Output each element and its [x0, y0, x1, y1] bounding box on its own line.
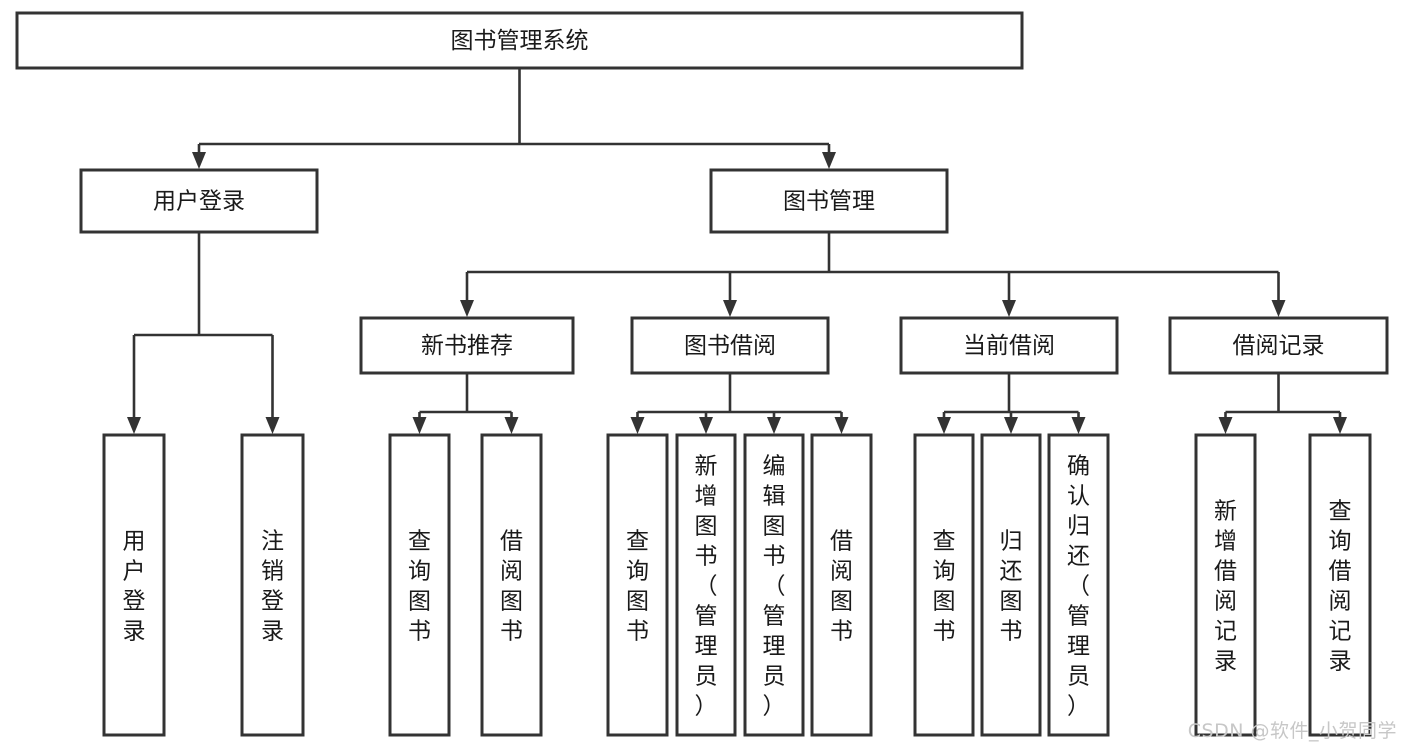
watermark-text: CSDN @软件_小贺同学	[1187, 720, 1397, 742]
node-leaf-2[interactable]: 查询图书	[388, 433, 451, 737]
node-level3-3-label: 借阅记录	[1233, 333, 1325, 359]
node-leaf-10-box	[1047, 433, 1110, 737]
node-leaf-12-box	[1308, 433, 1372, 737]
node-level3-1-label: 图书借阅	[684, 333, 776, 359]
arrow-head-icon	[630, 417, 645, 434]
arrow-head-icon	[412, 417, 427, 434]
node-leaf-0-box	[102, 433, 166, 737]
arrow-head-icon	[1002, 300, 1016, 317]
connectors-layer	[127, 68, 1347, 434]
node-leaf-8-box	[913, 433, 975, 737]
node-level3-2[interactable]: 当前借阅	[899, 316, 1119, 375]
node-level3-1[interactable]: 图书借阅	[630, 316, 830, 375]
node-level2-0[interactable]: 用户登录	[79, 168, 319, 234]
nodes-layer: 图书管理系统用户登录图书管理新书推荐图书借阅当前借阅借阅记录用户登录注销登录查询…	[15, 11, 1389, 737]
node-leaf-11-label: 新增借阅记录	[1214, 498, 1237, 674]
node-leaf-5-box	[675, 433, 737, 737]
node-level3-0-label: 新书推荐	[421, 333, 513, 359]
arrow-head-icon	[699, 417, 713, 434]
node-leaf-10-label: 确认归还（管理员）	[1067, 453, 1090, 719]
node-level3-0-box	[359, 316, 575, 375]
node-level2-0-label: 用户登录	[153, 189, 245, 215]
node-leaf-4[interactable]: 查询图书	[606, 433, 669, 737]
arrow-head-icon	[767, 417, 781, 434]
arrow-head-icon	[265, 417, 280, 434]
arrow-head-icon	[1004, 417, 1018, 434]
node-level3-1-box	[630, 316, 830, 375]
node-leaf-11-box	[1194, 433, 1257, 737]
node-level2-1-box	[709, 168, 949, 234]
node-leaf-1-label: 注销登录	[261, 528, 284, 644]
node-leaf-9[interactable]: 归还图书	[980, 433, 1042, 737]
node-leaf-0[interactable]: 用户登录	[102, 433, 166, 737]
node-leaf-9-box	[980, 433, 1042, 737]
arrow-head-icon	[937, 417, 951, 434]
arrow-head-icon	[723, 300, 737, 317]
node-leaf-2-box	[388, 433, 451, 737]
node-leaf-8[interactable]: 查询图书	[913, 433, 975, 737]
arrow-head-icon	[460, 300, 474, 317]
node-leaf-4-box	[606, 433, 669, 737]
node-leaf-5[interactable]: 新增图书（管理员）	[675, 433, 737, 737]
node-leaf-3-label: 借阅图书	[500, 528, 523, 644]
node-leaf-8-label: 查询图书	[933, 528, 956, 644]
node-leaf-11[interactable]: 新增借阅记录	[1194, 433, 1257, 737]
node-level3-3-box	[1168, 316, 1389, 375]
node-leaf-5-label: 新增图书（管理员）	[695, 453, 718, 719]
node-level2-1[interactable]: 图书管理	[709, 168, 949, 234]
node-leaf-9-label: 归还图书	[1000, 528, 1023, 644]
node-leaf-1-box	[240, 433, 305, 737]
arrow-head-icon	[127, 417, 141, 434]
node-leaf-6-label: 编辑图书（管理员）	[763, 453, 786, 719]
node-leaf-10[interactable]: 确认归还（管理员）	[1047, 433, 1110, 737]
node-level2-0-box	[79, 168, 319, 234]
node-level2-1-label: 图书管理	[783, 189, 875, 215]
node-level3-2-box	[899, 316, 1119, 375]
node-level3-0[interactable]: 新书推荐	[359, 316, 575, 375]
node-leaf-6-box	[743, 433, 805, 737]
node-root-system-label: 图书管理系统	[451, 28, 589, 54]
arrow-head-icon	[1218, 417, 1233, 434]
arrow-head-icon	[504, 417, 519, 434]
node-leaf-12[interactable]: 查询借阅记录	[1308, 433, 1372, 737]
arrow-head-icon	[1333, 417, 1347, 434]
node-leaf-6[interactable]: 编辑图书（管理员）	[743, 433, 805, 737]
node-leaf-2-label: 查询图书	[408, 528, 431, 644]
arrow-head-icon	[192, 152, 206, 169]
arrow-head-icon	[834, 417, 849, 434]
node-leaf-7-box	[810, 433, 873, 737]
node-leaf-0-label: 用户登录	[123, 528, 146, 644]
arrow-head-icon	[822, 152, 836, 169]
node-leaf-3-box	[480, 433, 543, 737]
node-leaf-7[interactable]: 借阅图书	[810, 433, 873, 737]
node-level3-3[interactable]: 借阅记录	[1168, 316, 1389, 375]
node-root-system-box	[15, 11, 1024, 70]
node-level3-2-label: 当前借阅	[963, 333, 1055, 359]
node-leaf-12-label: 查询借阅记录	[1329, 498, 1352, 674]
node-leaf-7-label: 借阅图书	[830, 528, 853, 644]
node-leaf-3[interactable]: 借阅图书	[480, 433, 543, 737]
node-leaf-4-label: 查询图书	[626, 528, 649, 644]
arrow-head-icon	[1071, 417, 1086, 434]
node-root-system[interactable]: 图书管理系统	[15, 11, 1024, 70]
arrow-head-icon	[1271, 300, 1286, 317]
node-leaf-1[interactable]: 注销登录	[240, 433, 305, 737]
